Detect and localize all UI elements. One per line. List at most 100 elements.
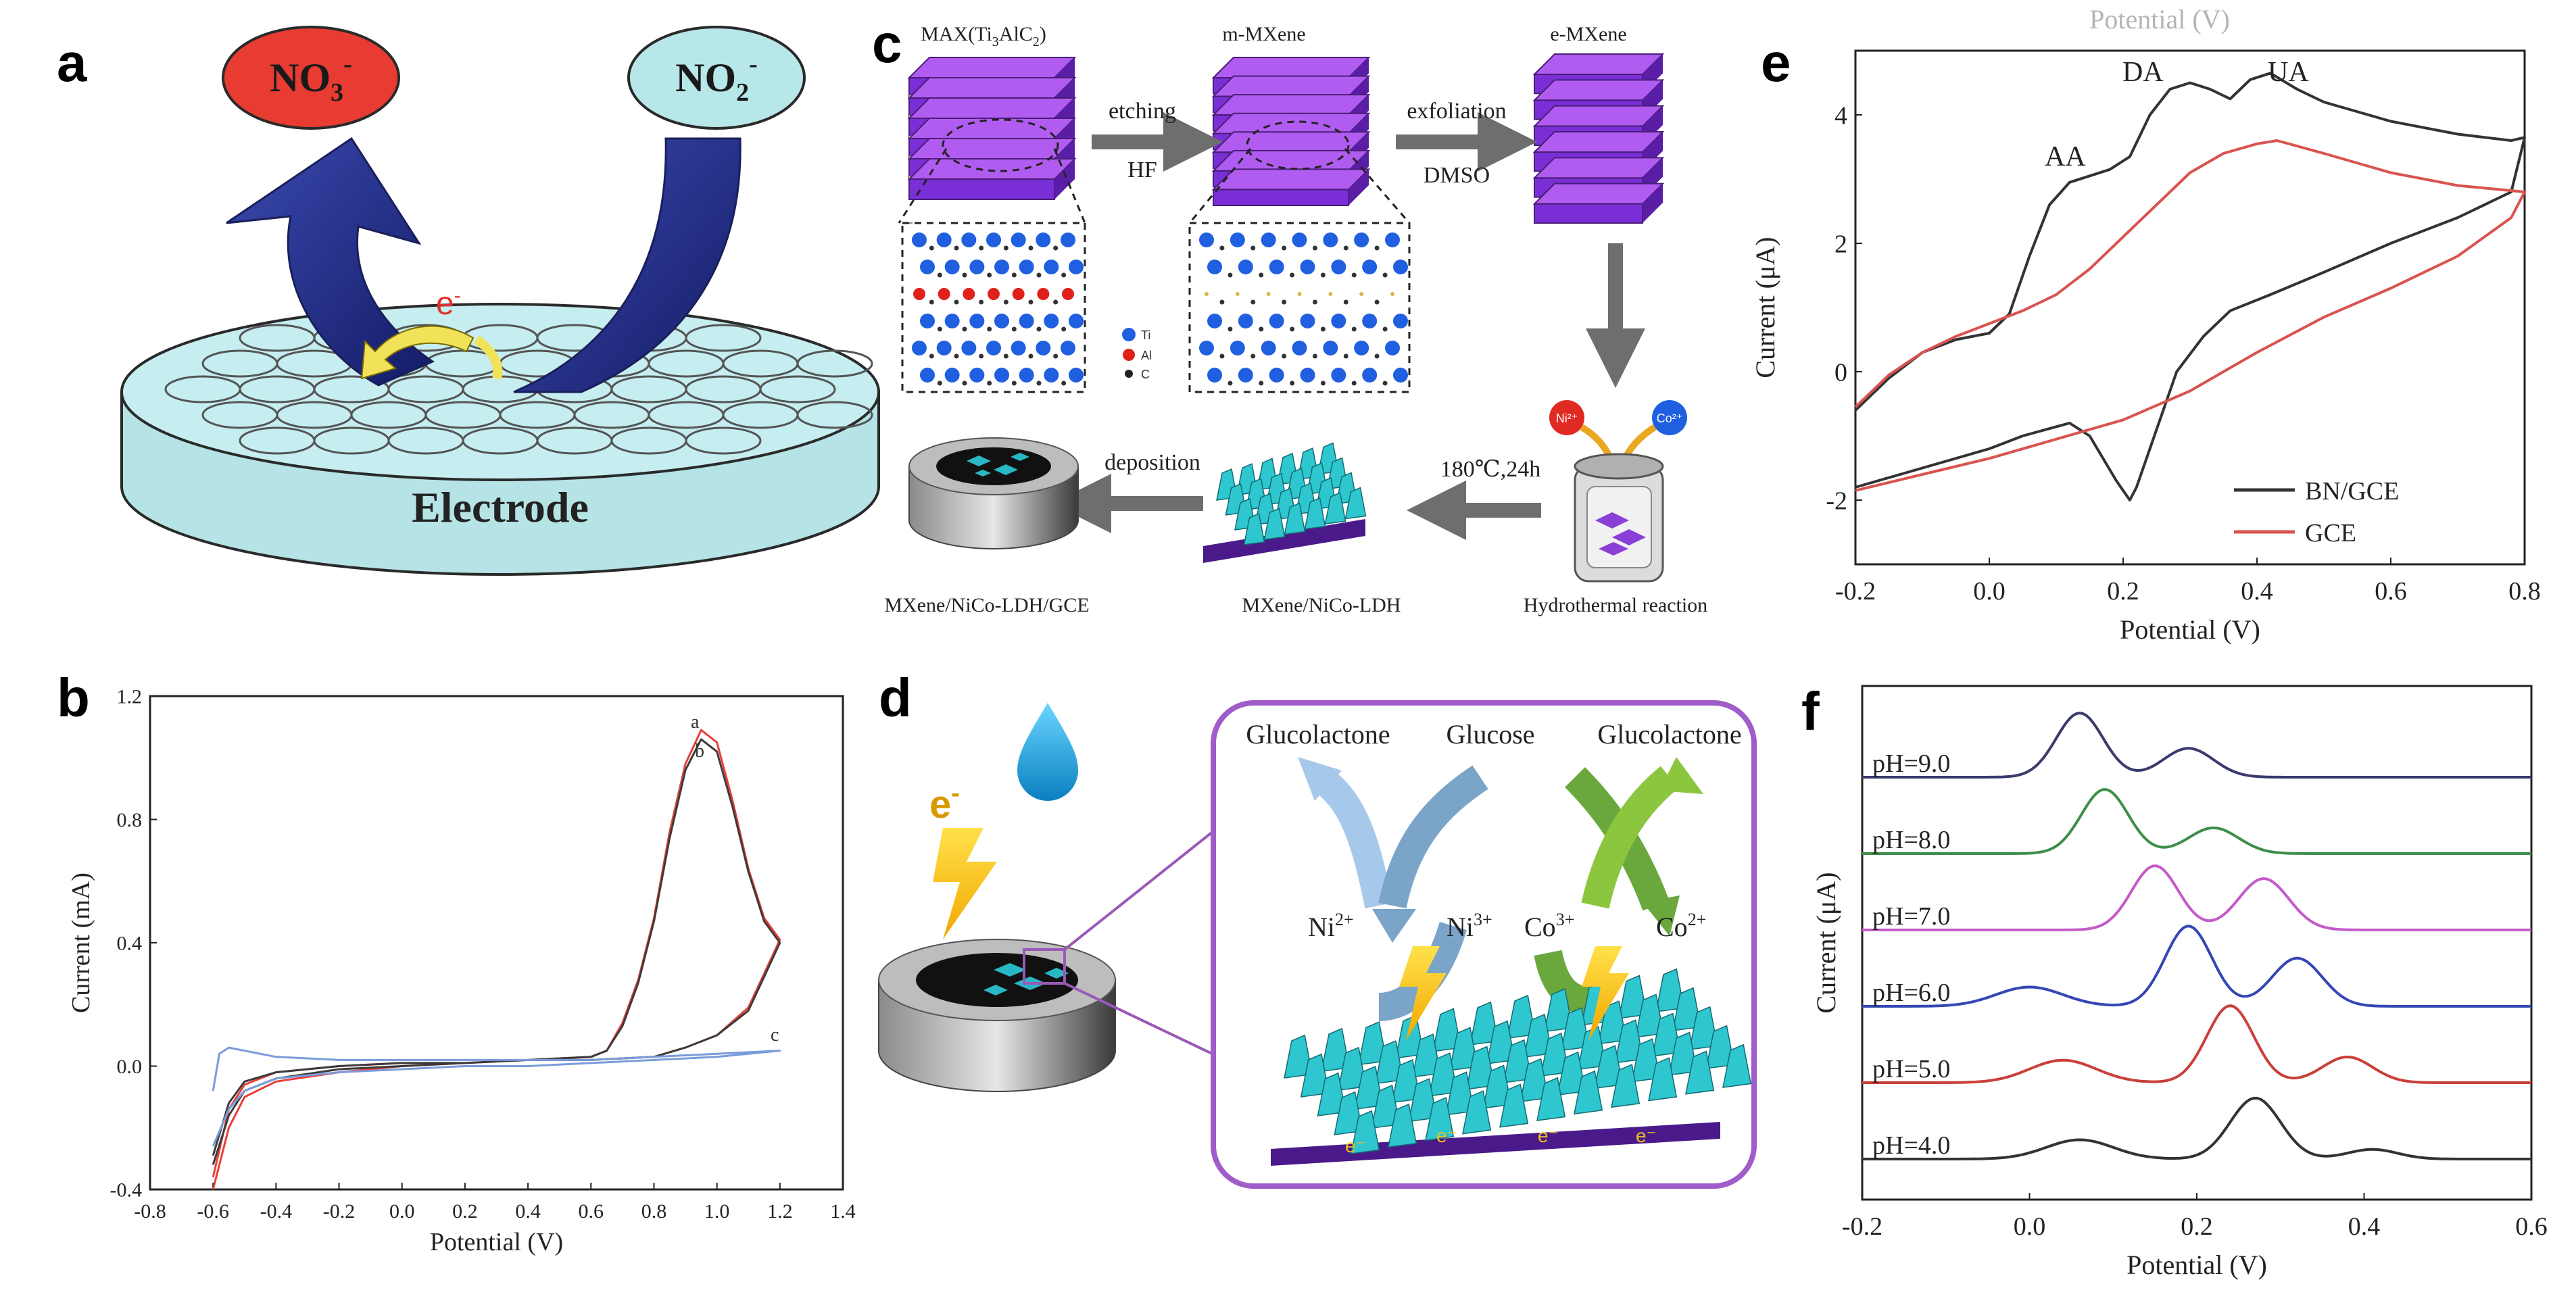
svg-text:e⁻: e⁻ [1636,1125,1656,1146]
y-tick-label: 0.4 [117,933,143,955]
m-mxene-label: m-MXene [1222,23,1305,45]
x-tick-label: 0.8 [2508,577,2541,606]
x-tick-label: -0.8 [134,1200,166,1223]
x-tick-label: -0.6 [197,1200,229,1223]
max-phase-label: MAX(Ti3AlC2) [921,23,1046,49]
x-tick-label: 0.2 [2181,1212,2213,1241]
electron-transfer-arrow [360,325,475,380]
x-tick-label: 0.6 [579,1200,604,1223]
co-ion-ball: Co²⁺ [1657,412,1683,425]
peak-label-ua: UA [2268,57,2309,88]
series-line-b [212,738,781,1165]
series-label: pH=4.0 [1872,1131,1950,1160]
svg-text:e⁻: e⁻ [1538,1125,1558,1146]
panel-d: d e- Gluco [878,668,1757,1189]
x-tick-label: 0.0 [389,1200,415,1223]
e-mxene-label: e-MXene [1550,23,1626,45]
glucose-label: Glucose [1446,719,1534,749]
y-tick-label: -0.4 [110,1179,143,1202]
hydrothermal-label: Hydrothermal reaction [1524,594,1707,616]
series-label: pH=5.0 [1872,1055,1950,1083]
y-tick-label: 0 [1834,358,1847,387]
cropped-top-text: Potential (V) [2089,4,2230,34]
nitrite-bubble: NO2- [627,26,806,130]
x-tick-label: 0.0 [2014,1212,2046,1241]
electrode-label: Electrode [412,483,589,531]
atom-legend: Ti Al C [1122,328,1152,381]
x-tick-label: -0.4 [260,1200,293,1223]
x-tick-label: 1.2 [767,1200,793,1223]
gce-electrode-disk-d [878,939,1116,1092]
max-lattice-box [901,222,1086,393]
x-tick-label: 0.2 [452,1200,478,1223]
nitrate-bubble: NO3- [222,26,400,130]
y-tick-label: -2 [1826,487,1847,515]
co2-label: Co2+ [1656,910,1706,942]
legend-label: BN/GCE [2305,477,2399,506]
e-mxene-block [1532,53,1665,224]
exfoliation-label: exfoliation [1407,99,1506,124]
series-line-c [212,1046,781,1147]
peak-label-da: DA [2122,57,2164,88]
x-tick-label: 1.0 [704,1200,730,1223]
m-mxene-lattice-box [1188,222,1411,393]
electrode-cylinder [120,303,880,576]
panel-c: c MAX(Ti3AlC2) m-MXene e-MXene etching H… [872,14,1707,616]
y-tick-label: 4 [1834,101,1847,130]
y-tick-label: 0.8 [117,809,143,831]
x-tick-label: 0.6 [2375,577,2407,606]
gce-label: MXene/NiCo-LDH/GCE [884,594,1089,616]
co3-label: Co3+ [1524,910,1574,942]
y-axis-label: Current (mA) [67,872,95,1013]
inset-bolt-right [1582,946,1629,1041]
curve-label-b: b [695,741,704,762]
plot-frame [1861,685,2533,1201]
plot-frame [1854,49,2526,566]
x-tick-label: 0.4 [2348,1212,2381,1241]
ni-redox-cycle [1310,765,1488,1021]
x-tick-label: 0.6 [2515,1212,2548,1241]
electron-label: e- [436,285,461,322]
ldh-label: MXene/NiCo-LDH [1242,594,1401,616]
mxene-nico-ldh-film [1203,442,1367,563]
panel-letter-e: e [1761,32,1791,93]
series-line-bn-gce [1854,72,2526,501]
series-label: pH=8.0 [1872,826,1950,854]
conditions-label: 180℃,24h [1440,457,1541,482]
svg-text:e⁻: e⁻ [1345,1135,1365,1156]
series-line-a [212,729,781,1190]
panel-letter-f: f [1801,681,1820,741]
x-tick-label: -0.2 [1842,1212,1882,1241]
oxidation-arrow [226,137,435,387]
legend: BN/GCE GCE [2234,477,2399,547]
lightning-bolt-icon [933,828,997,939]
panel-a: a Electrode e- NO3- NO2- [57,26,880,576]
svg-text:Al: Al [1141,349,1152,362]
electrode-grid-pattern [164,324,873,455]
etching-label: etching [1109,99,1176,124]
peak-label-aa: AA [2045,141,2086,172]
ni-ion-ball: Ni²⁺ [1556,412,1578,425]
nitrite-arrow [513,137,742,393]
x-axis-label: Potential (V) [2127,1250,2267,1280]
series-line-gce [1854,139,2526,492]
series-label: pH=7.0 [1872,902,1950,931]
y-tick-label: 0.0 [117,1056,143,1078]
legend-label: GCE [2305,519,2356,547]
electron-d-label: e- [929,779,960,827]
x-tick-label: 0.4 [515,1200,541,1223]
ni3-label: Ni3+ [1447,910,1492,942]
y-tick-label: 1.2 [117,686,143,708]
glucolactone-right-label: Glucolactone [1597,719,1741,749]
y-axis-label: Current (μA) [1811,872,1841,1013]
x-tick-label: -0.2 [323,1200,356,1223]
inset-electron-labels: e⁻ e⁻ e⁻ e⁻ [1345,1125,1656,1156]
svg-text:NO3-: NO3- [270,50,352,107]
series-label: pH=9.0 [1872,749,1950,778]
hf-label: HF [1127,157,1157,182]
